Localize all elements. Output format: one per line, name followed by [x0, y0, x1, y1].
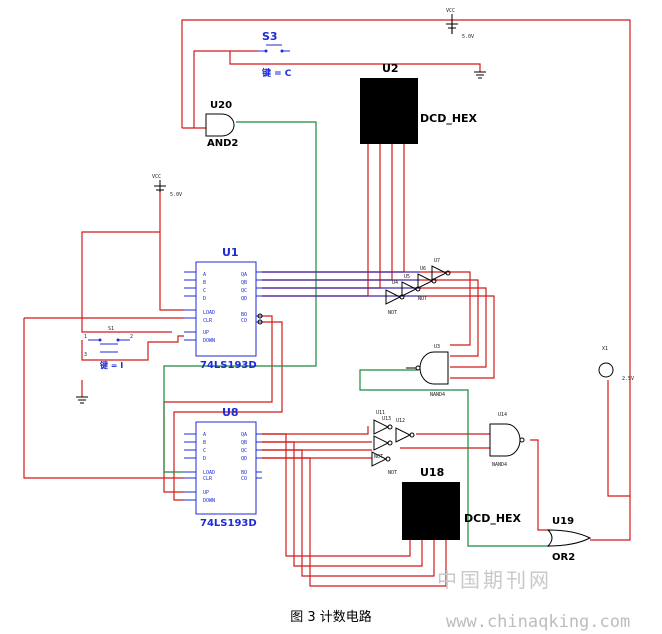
green-wires: [163, 121, 550, 547]
u18-type: DCD_HEX: [464, 512, 522, 525]
figure-caption: 图 3 计数电路: [290, 610, 372, 625]
vcc-top-value: 5.0V: [462, 34, 474, 40]
u3-label: U3: [434, 344, 440, 350]
svg-text:A: A: [203, 432, 206, 438]
svg-text:BO: BO: [241, 312, 247, 318]
watermark-url: www.chinaqking.com: [446, 612, 631, 632]
nand-bot-label: NAND4: [492, 462, 507, 468]
u6-label: U6: [420, 266, 426, 272]
u19-label: U19: [552, 516, 574, 527]
not3-label: NOT: [374, 454, 383, 460]
x1-value: 2.5V: [622, 376, 634, 382]
switch-s3[interactable]: S3 键 = C: [258, 30, 292, 79]
svg-text:LOAD: LOAD: [203, 310, 215, 316]
gate-u3-nand4: U3 NAND4: [406, 344, 449, 398]
gate-u20-and2: U20 AND2: [205, 100, 238, 149]
not-gates-bottom: U11 U12 U13 NOT NOT: [371, 410, 415, 476]
svg-text:C: C: [203, 448, 206, 454]
u8-pin-labels-left: A B C D LOAD CLR UP DOWN: [203, 432, 215, 504]
s3-key: 键 = C: [261, 67, 292, 79]
display-u2: U2 DCD_HEX: [360, 62, 478, 144]
u5-label: U5: [404, 274, 410, 280]
switch-s1[interactable]: S1 1 2 3 键 = I: [84, 326, 133, 370]
svg-text:CO: CO: [241, 476, 247, 482]
u2-label: U2: [382, 62, 399, 75]
u19-type: OR2: [552, 552, 575, 563]
not4-label: NOT: [388, 470, 397, 476]
u20-label: U20: [210, 100, 232, 111]
svg-text:3: 3: [84, 352, 87, 358]
not-gates-top: U7 U6 U5 U4 NOT NOT: [385, 258, 451, 316]
nand-top-label: NAND4: [430, 392, 445, 398]
ground-top: [474, 71, 486, 79]
ground-left: [76, 396, 88, 404]
svg-text:QB: QB: [241, 280, 247, 286]
svg-text:QC: QC: [241, 288, 247, 294]
not1-label: NOT: [418, 296, 427, 302]
svg-text:2: 2: [130, 334, 133, 340]
vcc-source-mid: VCC 5.0V: [152, 174, 182, 198]
svg-text:QA: QA: [241, 432, 247, 438]
u2-display-body: [360, 78, 418, 144]
counting-circuit-schematic: VCC 5.0V S3 键 = C U2 DCD_HEX U20 AND2 VC…: [23, 8, 634, 587]
chip-u8: U8 74LS193D A B C D LOAD CLR UP DOWN QA …: [184, 406, 262, 529]
s1-key: 键 = I: [99, 360, 123, 370]
svg-text:C: C: [203, 288, 206, 294]
svg-text:DOWN: DOWN: [203, 498, 215, 504]
u20-type: AND2: [207, 138, 238, 149]
u8-part: 74LS193D: [200, 518, 257, 529]
svg-text:B: B: [203, 440, 206, 446]
svg-text:QD: QD: [241, 296, 247, 302]
u18-label: U18: [420, 466, 444, 479]
u1-pin-labels-left: A B C D LOAD CLR UP DOWN: [203, 272, 215, 344]
vcc-mid-value: 5.0V: [170, 192, 182, 198]
display-u18: U18 DCD_HEX: [402, 466, 522, 540]
vcc-mid-label: VCC: [152, 174, 161, 180]
svg-text:QC: QC: [241, 448, 247, 454]
svg-text:1: 1: [84, 334, 87, 340]
not2-label: NOT: [388, 310, 397, 316]
u18-display-body: [402, 482, 460, 540]
svg-text:BO: BO: [241, 470, 247, 476]
svg-text:D: D: [203, 296, 206, 302]
u8-label: U8: [222, 406, 239, 419]
svg-text:LOAD: LOAD: [203, 470, 215, 476]
u1-pin-labels-right: QA QB QC QD BO CO: [241, 272, 247, 324]
u11-label: U11: [376, 410, 385, 416]
u8-pin-labels-right: QA QB QC QD BO CO: [241, 432, 247, 482]
svg-text:D: D: [203, 456, 206, 462]
logic-traces: [262, 271, 420, 297]
svg-text:UP: UP: [203, 330, 209, 336]
u1-part: 74LS193D: [200, 360, 257, 371]
svg-text:QB: QB: [241, 440, 247, 446]
u7-label: U7: [434, 258, 440, 264]
svg-text:UP: UP: [203, 490, 209, 496]
svg-text:A: A: [203, 272, 206, 278]
svg-text:B: B: [203, 280, 206, 286]
vcc-source-top: VCC 5.0V: [446, 8, 474, 40]
u13-label: U13: [382, 416, 391, 422]
s1-label: S1: [108, 326, 114, 332]
x1-label: X1: [602, 346, 608, 352]
svg-text:CO: CO: [241, 318, 247, 324]
u14-label: U14: [498, 412, 507, 418]
chip-u1: U1 74LS193D A B C D LOAD CLR UP DOWN QA …: [184, 246, 263, 371]
s3-label: S3: [262, 30, 278, 43]
vcc-top-label: VCC: [446, 8, 455, 14]
u12-label: U12: [396, 418, 405, 424]
gate-u19-or2: U19 OR2: [546, 516, 592, 563]
svg-text:DOWN: DOWN: [203, 338, 215, 344]
svg-text:CLR: CLR: [203, 476, 213, 482]
probe-x1: X1 2.5V: [598, 346, 634, 382]
watermark-chinese: 中国期刊网: [437, 568, 552, 592]
red-wires: [23, 19, 631, 587]
svg-text:QA: QA: [241, 272, 247, 278]
svg-text:CLR: CLR: [203, 318, 213, 324]
u1-label: U1: [222, 246, 239, 259]
gate-u14-nand4: U14 NAND4: [489, 412, 525, 468]
u2-type: DCD_HEX: [420, 112, 478, 125]
svg-text:QD: QD: [241, 456, 247, 462]
u4-label: U4: [392, 280, 398, 286]
